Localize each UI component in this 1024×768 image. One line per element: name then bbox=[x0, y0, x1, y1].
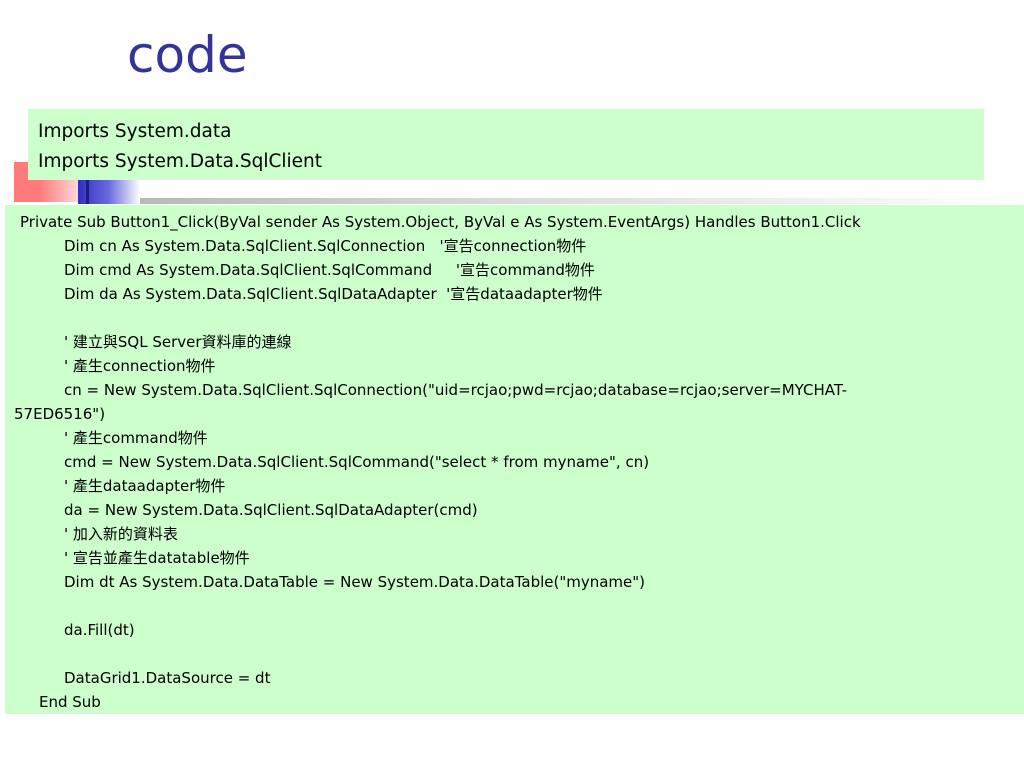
decorative-accent-tick bbox=[86, 180, 89, 204]
code-comment-line: ' 產生command物件 bbox=[64, 429, 208, 447]
code-comment-line: ' 建立與SQL Server資料庫的連線 bbox=[64, 333, 292, 351]
decorative-title-rule bbox=[140, 198, 1020, 204]
sub-code-box: Private Sub Button1_Click(ByVal sender A… bbox=[5, 205, 1024, 714]
code-line bbox=[5, 306, 1024, 330]
code-comment-line: ' 宣告並產生datatable物件 bbox=[64, 549, 250, 567]
code-comment-line: ' 加入新的資料表 bbox=[64, 525, 178, 543]
code-line: cmd = New System.Data.SqlClient.SqlComma… bbox=[64, 453, 650, 471]
code-line-wrap: 57ED6516") bbox=[14, 405, 106, 423]
code-line: Private Sub Button1_Click(ByVal sender A… bbox=[20, 213, 861, 231]
code-line: Dim cmd As System.Data.SqlClient.SqlComm… bbox=[64, 261, 595, 279]
code-line: Dim dt As System.Data.DataTable = New Sy… bbox=[64, 573, 646, 591]
code-line bbox=[5, 594, 1024, 618]
code-line: cn = New System.Data.SqlClient.SqlConnec… bbox=[64, 381, 848, 399]
code-line: DataGrid1.DataSource = dt bbox=[64, 669, 271, 687]
code-comment-line: ' 產生connection物件 bbox=[64, 357, 216, 375]
code-line: Dim da As System.Data.SqlClient.SqlDataA… bbox=[64, 285, 603, 303]
code-line: da.Fill(dt) bbox=[64, 621, 135, 639]
code-line: Dim cn As System.Data.SqlClient.SqlConne… bbox=[64, 237, 587, 255]
code-line: da = New System.Data.SqlClient.SqlDataAd… bbox=[64, 501, 478, 519]
imports-line: Imports System.data bbox=[38, 121, 232, 142]
code-line bbox=[5, 642, 1024, 666]
imports-code-box: Imports System.data Imports System.Data.… bbox=[28, 109, 984, 180]
imports-line: Imports System.Data.SqlClient bbox=[38, 151, 323, 172]
slide-title: code bbox=[127, 26, 248, 84]
code-comment-line: ' 產生dataadapter物件 bbox=[64, 477, 226, 495]
code-line: End Sub bbox=[39, 693, 101, 711]
